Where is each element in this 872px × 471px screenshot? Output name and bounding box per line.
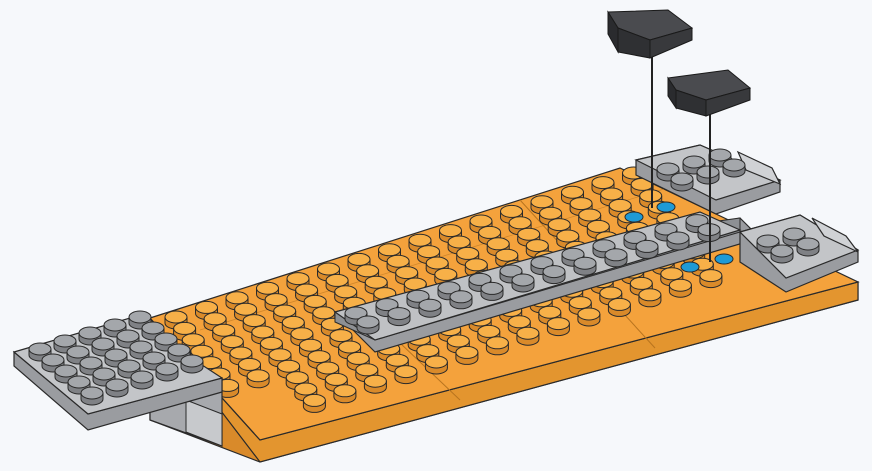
- placement-marker: [625, 212, 643, 222]
- dark-slope-piece-upper: [608, 10, 692, 58]
- stud: [517, 327, 539, 345]
- stud: [671, 173, 693, 191]
- stud: [131, 371, 153, 389]
- stud: [697, 166, 719, 184]
- stud: [247, 370, 269, 388]
- stud: [81, 387, 103, 405]
- stud: [357, 316, 379, 334]
- placement-marker: [657, 202, 675, 212]
- stud: [106, 379, 128, 397]
- stud: [419, 299, 441, 317]
- stud: [639, 289, 661, 307]
- stud: [578, 308, 600, 326]
- stud: [723, 159, 745, 177]
- stud: [543, 266, 565, 284]
- stud: [450, 291, 472, 309]
- stud: [456, 346, 478, 364]
- stud: [608, 298, 630, 316]
- placement-marker: [715, 254, 733, 264]
- stud: [364, 375, 386, 393]
- stud: [669, 279, 691, 297]
- stud: [700, 270, 722, 288]
- stud: [574, 257, 596, 275]
- stud: [797, 238, 819, 256]
- stud: [395, 366, 417, 384]
- stud: [547, 318, 569, 336]
- stud: [181, 355, 203, 373]
- stud: [636, 240, 658, 258]
- stud: [771, 245, 793, 263]
- stud: [481, 282, 503, 300]
- stud: [303, 394, 325, 412]
- stud: [156, 363, 178, 381]
- stud: [334, 385, 356, 403]
- stud: [486, 337, 508, 355]
- stud: [512, 274, 534, 292]
- stud: [605, 249, 627, 267]
- orange-base-plate: [150, 167, 858, 462]
- stud: [667, 232, 689, 250]
- stud: [388, 308, 410, 326]
- stud: [425, 356, 447, 374]
- placement-marker: [681, 262, 699, 272]
- dark-slope-piece-lower: [668, 70, 750, 116]
